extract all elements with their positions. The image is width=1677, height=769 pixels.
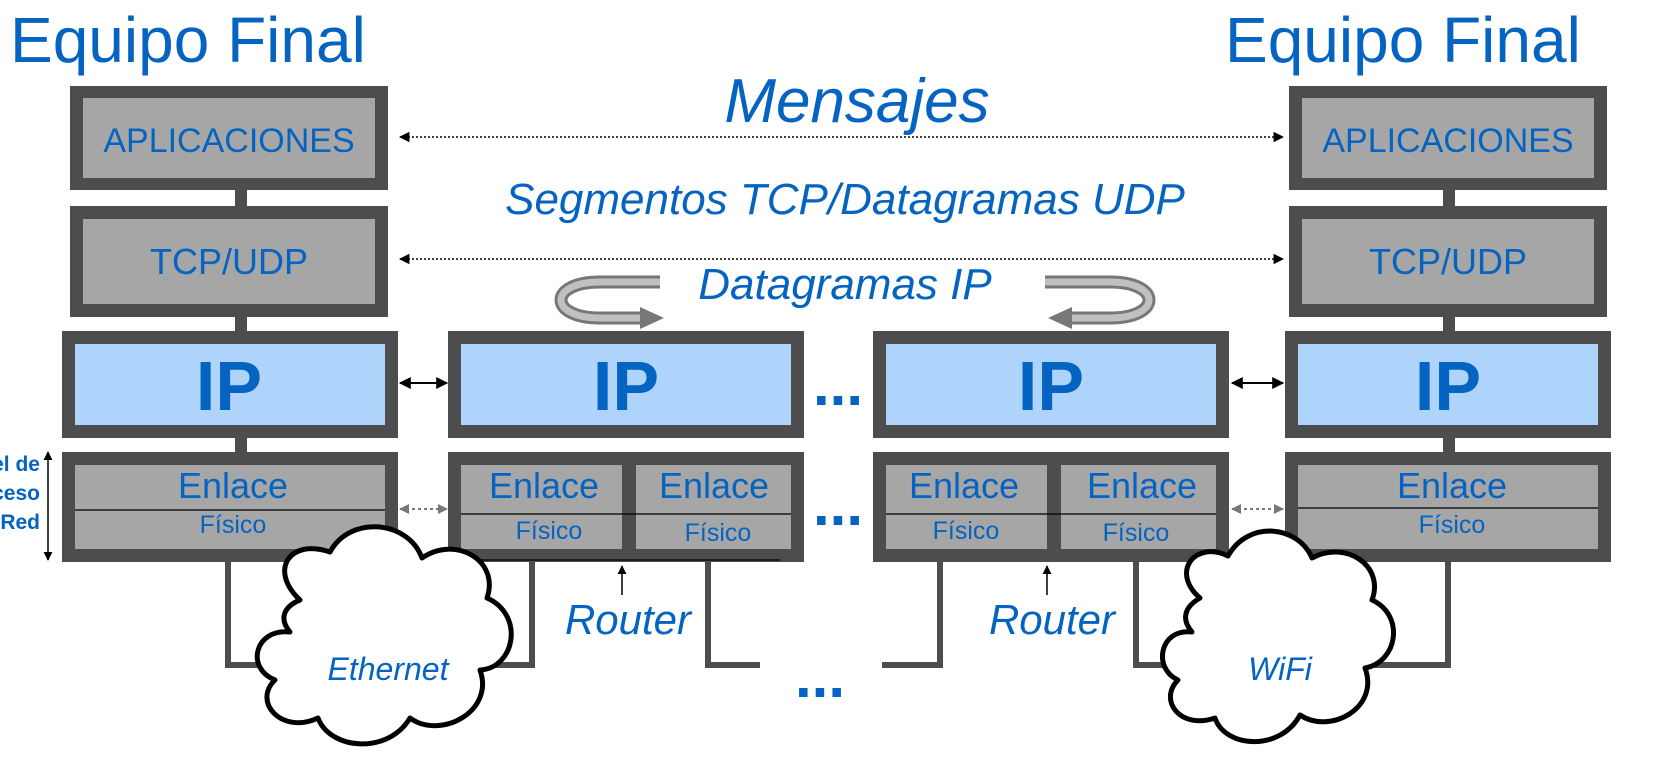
right-host-stack: APLICACIONES TCP/UDP IP Enlace Físico	[1285, 86, 1611, 562]
router-2-fisico-b: Físico	[1103, 519, 1170, 547]
right-host-title: Equipo Final	[1225, 4, 1581, 76]
left-ip-label: IP	[196, 347, 262, 425]
right-app-label: APLICACIONES	[1322, 122, 1573, 160]
router-1-enlace-a: Enlace	[489, 465, 599, 506]
router-1-label: Router	[565, 596, 693, 643]
right-fisico-label: Físico	[1419, 511, 1486, 539]
ethernet-cloud-icon: Ethernet	[254, 524, 514, 747]
access-level-line1: Nivel de	[0, 453, 40, 476]
left-tcp-label: TCP/UDP	[150, 241, 308, 282]
ethernet-label: Ethernet	[328, 651, 450, 687]
wire-ellipsis: ...	[795, 643, 845, 710]
left-enlace-label: Enlace	[178, 465, 288, 506]
ip-ellipsis: ...	[813, 351, 863, 418]
left-fisico-label: Físico	[200, 511, 267, 539]
left-host-title: Equipo Final	[10, 4, 366, 76]
router-2-enlace-a: Enlace	[909, 465, 1019, 506]
host-connectors	[235, 190, 1455, 452]
wifi-cloud-icon: WiFi	[1160, 528, 1397, 745]
mensajes-label: Mensajes	[724, 67, 989, 136]
router-2-fisico-a: Físico	[933, 517, 1000, 545]
right-enlace-label: Enlace	[1397, 465, 1507, 506]
left-host-stack: APLICACIONES TCP/UDP IP Enlace Físico	[62, 86, 398, 562]
datagramas-label: Datagramas IP	[698, 260, 992, 309]
access-level-annotation: Nivel de Acceso a la Red	[0, 451, 53, 561]
router-2-ip-label: IP	[1018, 347, 1084, 425]
right-tcp-label: TCP/UDP	[1369, 241, 1527, 282]
wifi-label: WiFi	[1248, 651, 1313, 687]
router-1-ip-label: IP	[593, 347, 659, 425]
curved-arrow-left-icon	[554, 275, 664, 329]
router-1-fisico-a: Físico	[516, 517, 583, 545]
router-2-label: Router	[989, 596, 1117, 643]
segmentos-label: Segmentos TCP/Datagramas UDP	[505, 175, 1185, 224]
curved-arrow-right-icon	[1045, 275, 1156, 329]
link-ellipsis: ...	[813, 471, 863, 538]
left-app-label: APLICACIONES	[103, 122, 354, 160]
access-level-line2: Acceso	[0, 482, 40, 505]
router-1-enlace-b: Enlace	[659, 465, 769, 506]
router-2-enlace-b: Enlace	[1087, 465, 1197, 506]
router-1-fisico-b: Físico	[685, 519, 752, 547]
wires	[225, 562, 1451, 668]
router-1-stack: IP Enlace Enlace Físico Físico	[448, 331, 804, 562]
router-2-stack: IP Enlace Enlace Físico Físico	[873, 331, 1229, 562]
access-level-line3: a la Red	[0, 511, 40, 534]
right-ip-label: IP	[1415, 347, 1481, 425]
